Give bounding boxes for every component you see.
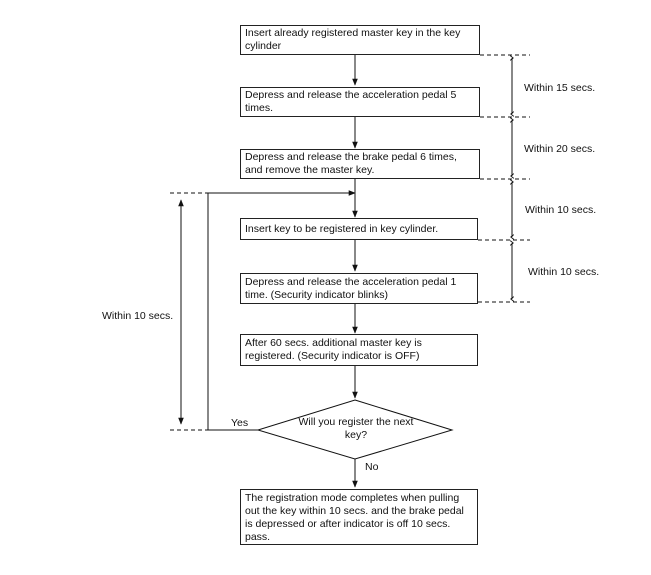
timing-label-1: Within 15 secs. — [524, 82, 596, 94]
step-accel-pedal-1: Depress and release the acceleration ped… — [240, 273, 478, 304]
timing-label-4: Within 10 secs. — [528, 266, 600, 278]
step-accel-pedal-5: Depress and release the acceleration ped… — [240, 87, 480, 117]
branch-no-label: No — [365, 461, 379, 473]
step-6-text: After 60 secs. additional master key is … — [245, 337, 422, 362]
step-registration-complete: The registration mode completes when pul… — [240, 489, 478, 545]
step-insert-new-key: Insert key to be registered in key cylin… — [240, 218, 478, 240]
decision-text: Will you register the next key? — [298, 416, 414, 441]
branch-yes-label: Yes — [231, 417, 249, 429]
timing-label-3: Within 10 secs. — [525, 204, 597, 216]
step-4-text: Insert key to be registered in key cylin… — [245, 222, 439, 235]
timing-label-loop: Within 10 secs. — [102, 310, 174, 322]
step-insert-registered-key: Insert already registered master key in … — [240, 25, 480, 55]
timing-label-2: Within 20 secs. — [524, 143, 596, 155]
step-3-text: Depress and release the brake pedal 6 ti… — [245, 151, 457, 176]
step-2-text: Depress and release the acceleration ped… — [245, 89, 457, 114]
timing-guides — [478, 54, 530, 303]
step-key-registered: After 60 secs. additional master key is … — [240, 334, 478, 366]
step-5-text: Depress and release the acceleration ped… — [245, 275, 457, 301]
loop-back-line — [207, 190, 356, 431]
decision-diamond — [256, 399, 454, 460]
step-1-text: Insert already registered master key in … — [245, 27, 461, 52]
step-brake-pedal-6: Depress and release the brake pedal 6 ti… — [240, 149, 480, 179]
final-text: The registration mode completes when pul… — [245, 492, 464, 543]
